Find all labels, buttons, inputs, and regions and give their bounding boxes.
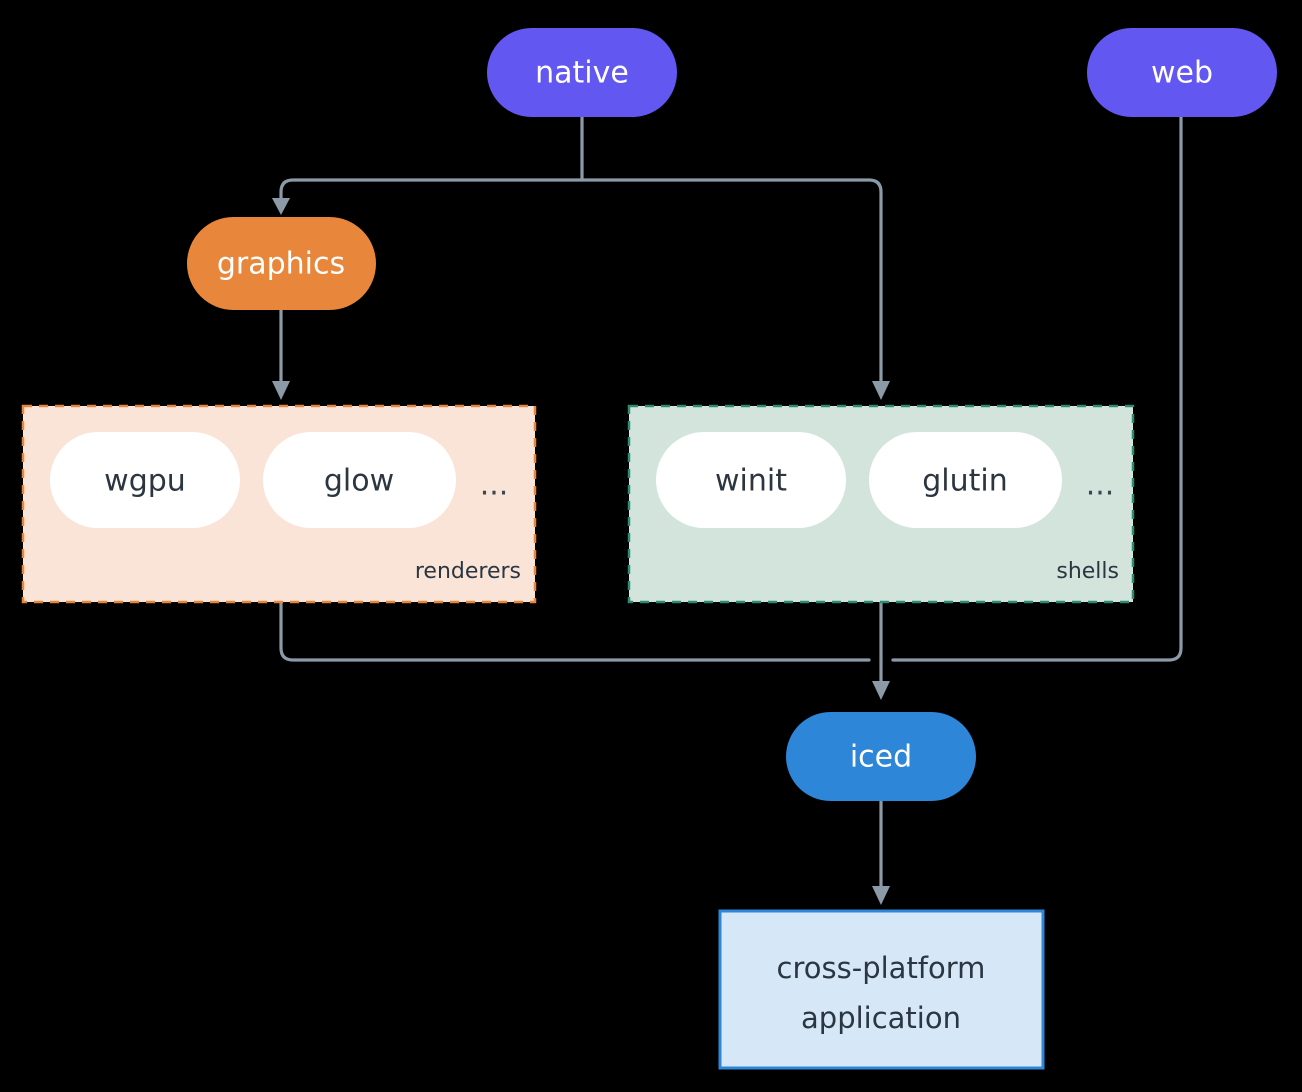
application-label-line1: cross-platform xyxy=(777,951,986,985)
iced-pill[interactable] xyxy=(786,712,976,801)
shells-ellipsis: ... xyxy=(1086,468,1115,503)
shell-pill-winit[interactable] xyxy=(656,432,846,528)
web-label: web xyxy=(1151,56,1213,91)
node-web[interactable]: web xyxy=(1087,28,1277,117)
group-renderers: wgpu glow ... renderers xyxy=(21,404,537,604)
web-pill[interactable] xyxy=(1087,28,1277,117)
shell-pill-glutin-label: glutin xyxy=(922,464,1008,499)
edge-layer xyxy=(272,115,1183,905)
renderer-pill-wgpu-label: wgpu xyxy=(104,464,186,499)
application-box[interactable] xyxy=(718,909,1045,1070)
native-pill[interactable] xyxy=(487,28,677,117)
graphics-pill[interactable] xyxy=(187,217,376,310)
graphics-label: graphics xyxy=(217,247,345,282)
renderer-pill-glow-label: glow xyxy=(324,464,394,499)
edge-native-to-shells xyxy=(580,178,883,385)
shell-pill-winit-label: winit xyxy=(715,464,787,499)
arrow-merge-to-iced xyxy=(872,681,890,700)
native-label: native xyxy=(535,56,629,91)
arrow-graphics-to-renderers xyxy=(272,381,290,400)
edge-native-to-graphics xyxy=(279,178,584,202)
shell-pill-glutin[interactable] xyxy=(869,432,1062,528)
arrow-iced-to-application xyxy=(872,886,890,905)
renderer-pill-wgpu[interactable] xyxy=(50,432,240,528)
node-graphics[interactable]: graphics xyxy=(187,217,376,310)
arrow-native-to-graphics xyxy=(272,198,290,215)
iced-label: iced xyxy=(850,740,912,775)
renderer-pill-glow[interactable] xyxy=(263,432,456,528)
group-shells: winit glutin ... shells xyxy=(627,404,1135,604)
node-iced[interactable]: iced xyxy=(786,712,976,801)
edge-web-to-iced xyxy=(891,115,1183,662)
arrow-native-to-shells xyxy=(872,381,890,400)
node-native[interactable]: native xyxy=(487,28,677,117)
edge-renderers-to-iced xyxy=(279,600,871,662)
shells-caption: shells xyxy=(1056,559,1119,584)
renderers-caption: renderers xyxy=(415,559,521,584)
renderers-ellipsis: ... xyxy=(480,468,509,503)
node-application[interactable]: cross-platform application xyxy=(718,909,1045,1070)
application-label-line2: application xyxy=(801,1001,961,1035)
